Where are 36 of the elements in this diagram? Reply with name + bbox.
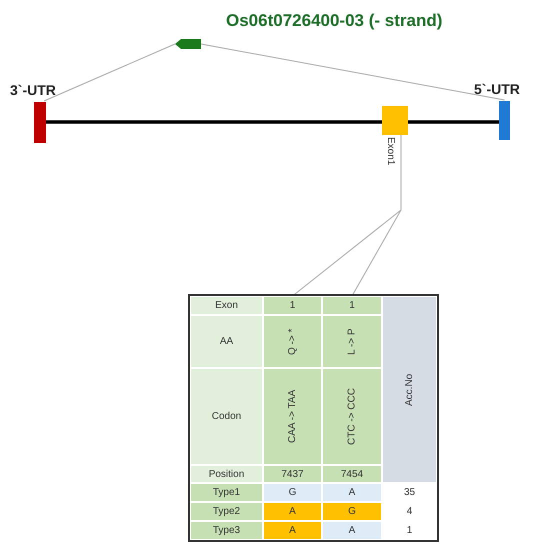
connector-line [352,134,402,296]
table-cell: 1 [263,296,322,315]
table-cell: Exon [190,296,263,315]
feature-label: 3`-UTR [10,81,56,100]
title: Os06t0726400-03 (- strand) [226,10,442,32]
arrow-shape [175,39,201,49]
table-cell: A [263,521,322,540]
gene-line [46,120,382,124]
table-cell: Q -> * [263,315,322,368]
table-cell: Type3 [190,521,263,540]
connector-line [200,44,505,100]
table-cell: 7437 [263,465,322,483]
table-cell: CAA -> TAA [263,368,322,465]
table-cell: 1 [322,296,382,315]
table-cell: G [263,483,322,502]
data-table [188,294,439,542]
table-cell: AA [190,315,263,368]
table-cell: A [322,483,382,502]
utr-bar [499,101,510,140]
feature-label: Exon1 [384,137,397,166]
connector-line [44,44,176,102]
feature-label: 5`-UTR [474,80,520,99]
table-cell: Type2 [190,502,263,521]
table-cell: A [263,502,322,521]
utr-bar [34,102,46,143]
table-cell: CTC -> CCC [322,368,382,465]
table-cell: G [322,502,382,521]
table-cell: Position [190,465,263,483]
table-cell: Acc.No [382,296,437,483]
table-cell: Codon [190,368,263,465]
table-cell: 7454 [322,465,382,483]
table-cell: L -> P [322,315,382,368]
gene-line [408,120,499,124]
table-cell: Type1 [190,483,263,502]
table-cell: A [322,521,382,540]
exon-box [382,106,408,135]
